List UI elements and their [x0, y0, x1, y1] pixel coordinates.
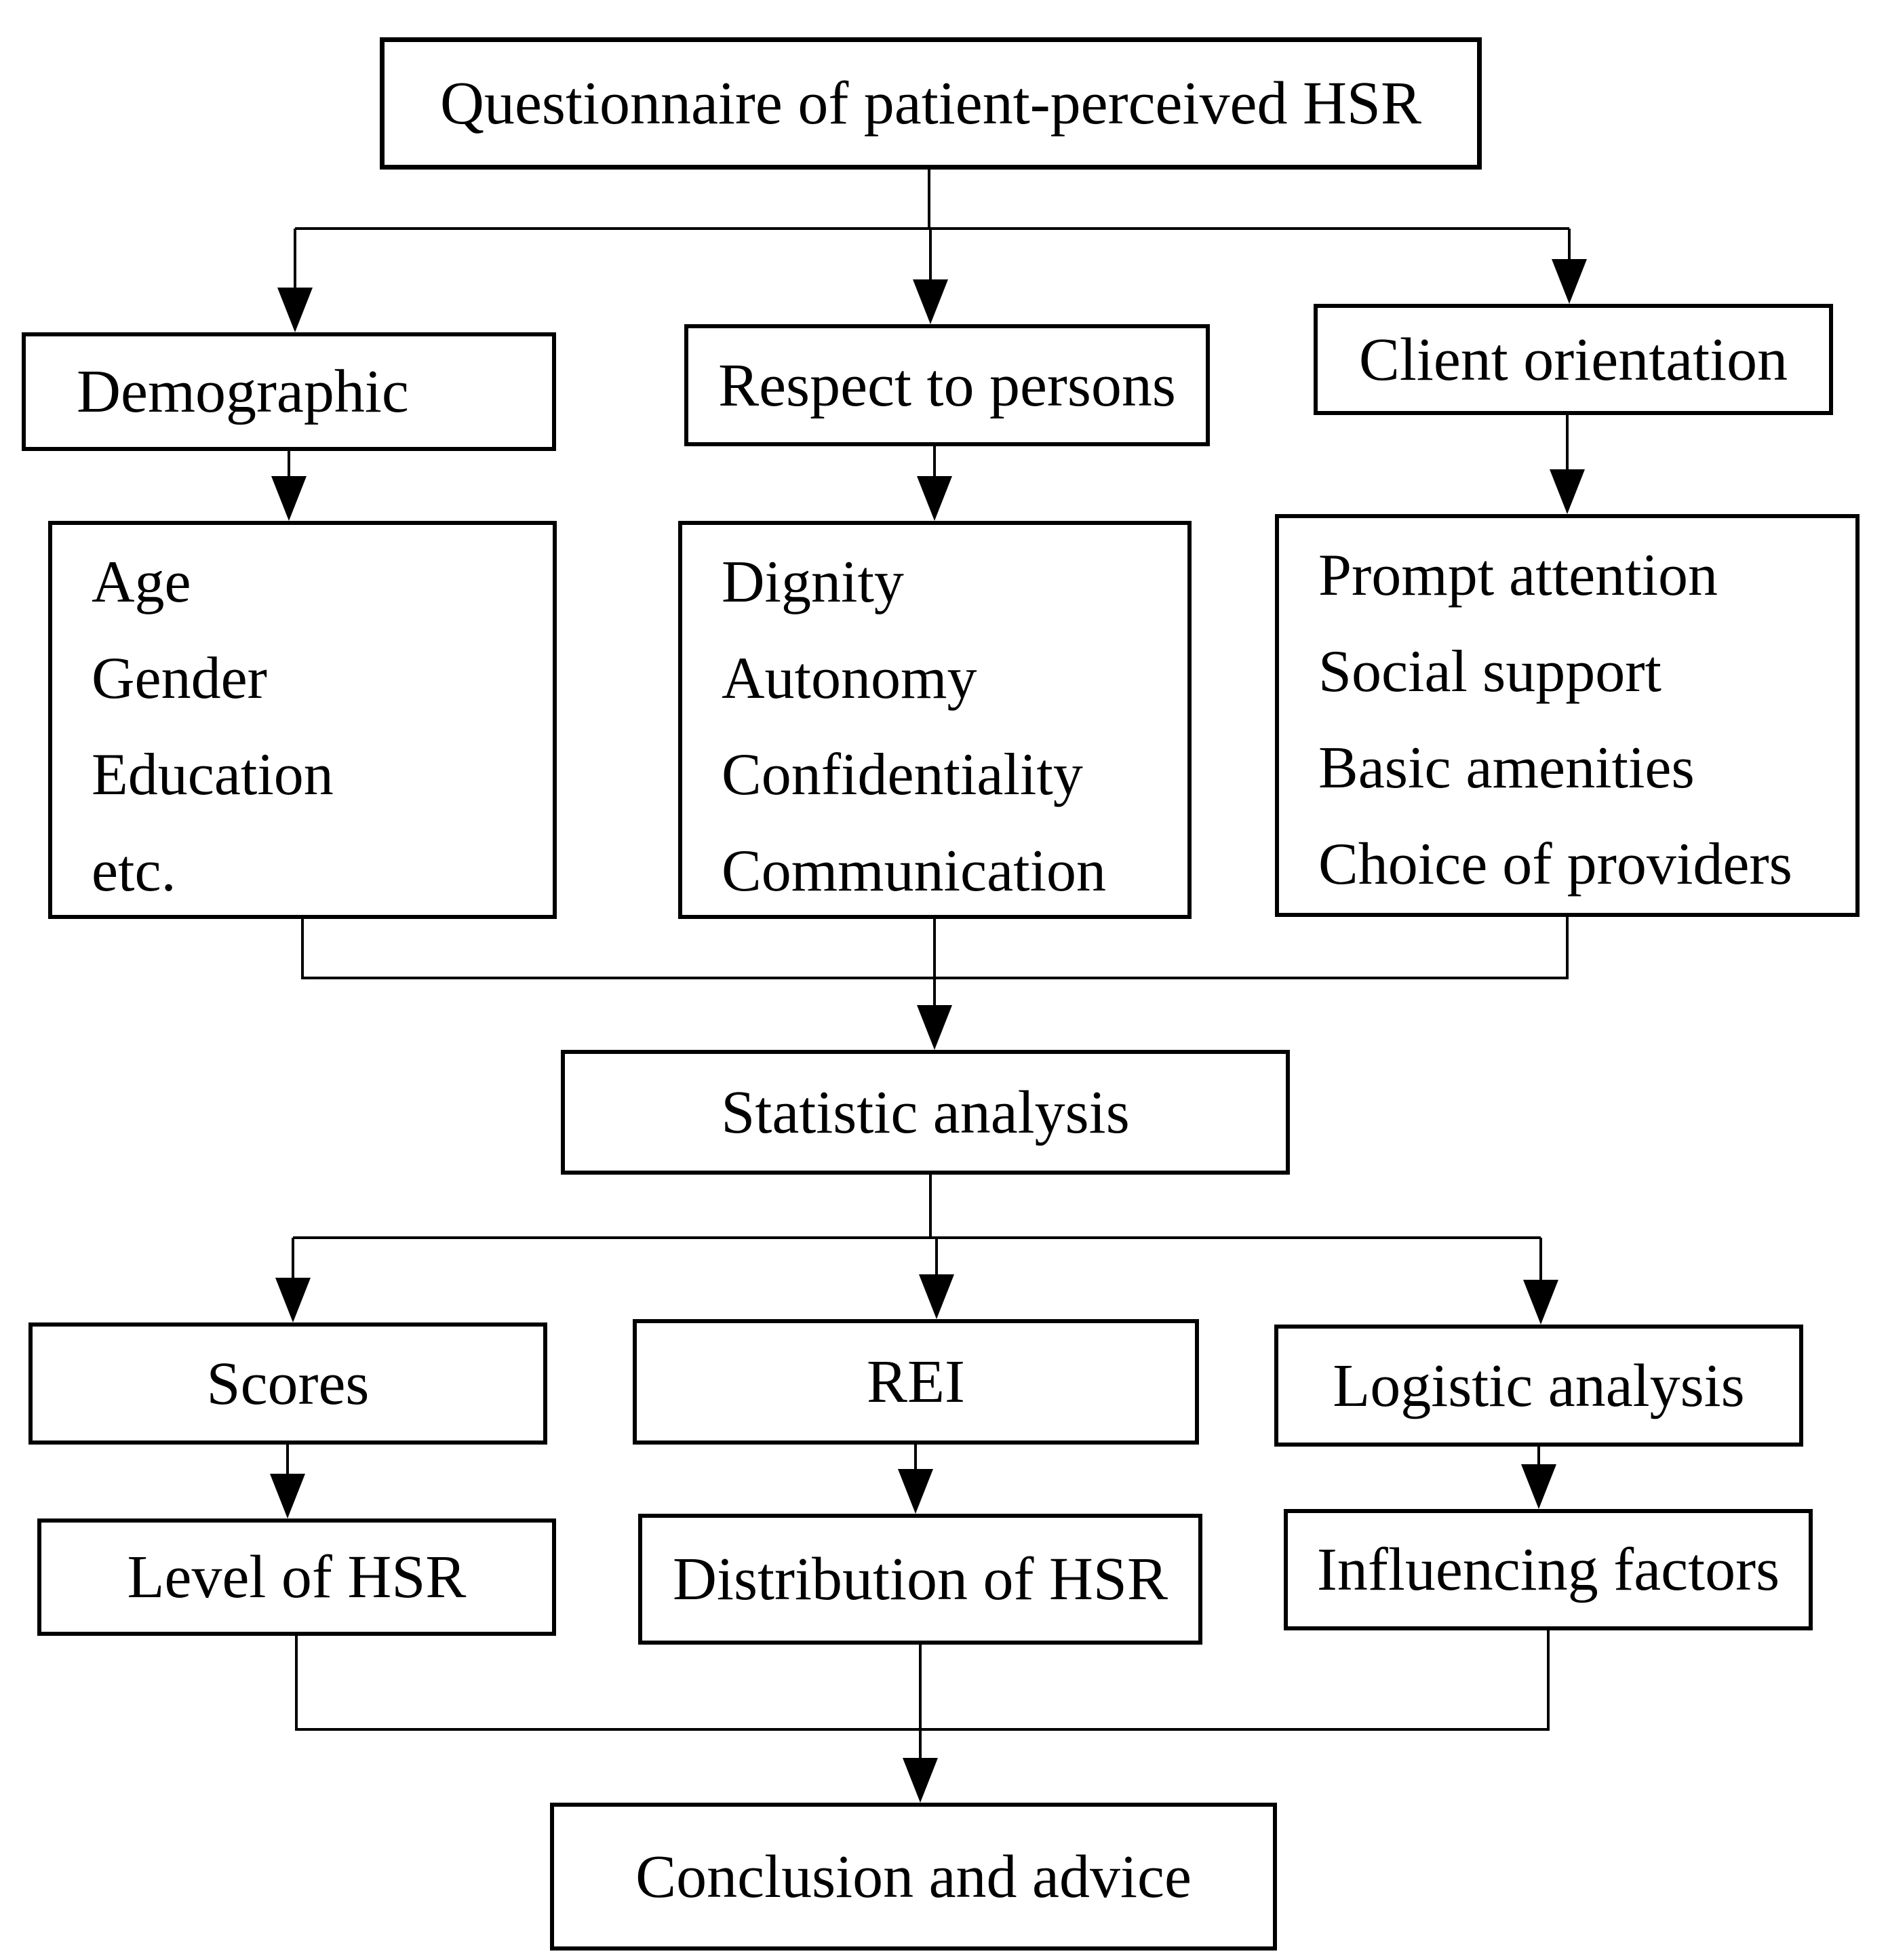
connector-line — [1539, 1238, 1542, 1284]
arrow-down-icon — [917, 476, 952, 521]
connector-line — [933, 919, 936, 979]
statistic-analysis-box: Statistic analysis — [561, 1050, 1290, 1175]
connector-line — [293, 1236, 1541, 1239]
list-item: Basic amenities — [1318, 735, 1695, 801]
connector-line — [933, 446, 936, 480]
connector-line — [288, 451, 290, 480]
arrow-down-icon — [1552, 259, 1587, 304]
influencing-factors-box: Influencing factors — [1284, 1509, 1813, 1630]
client-orientation-box: Client orientation — [1314, 304, 1833, 415]
arrow-down-icon — [1523, 1280, 1558, 1325]
conclusion-box: Conclusion and advice — [550, 1803, 1277, 1951]
arrow-down-icon — [903, 1758, 938, 1803]
list-item: etc. — [92, 838, 176, 904]
client-items-box: Prompt attention Social support Basic am… — [1275, 514, 1860, 917]
connector-line — [286, 1445, 289, 1478]
connector-line — [919, 1645, 922, 1762]
demographic-box: Demographic — [22, 332, 556, 451]
connector-line — [1568, 229, 1571, 263]
connector-line — [935, 1238, 938, 1278]
list-item: Communication — [722, 838, 1107, 904]
list-item: Social support — [1318, 639, 1661, 705]
connector-line — [296, 1728, 1548, 1731]
arrow-down-icon — [917, 1005, 952, 1050]
connector-line — [294, 229, 296, 292]
arrow-down-icon — [919, 1274, 954, 1319]
connector-line — [301, 919, 304, 979]
list-item: Prompt attention — [1318, 543, 1718, 608]
questionnaire-box: Questionnaire of patient-perceived HSR — [380, 37, 1482, 170]
list-item: Choice of providers — [1318, 831, 1792, 897]
list-item: Autonomy — [722, 646, 977, 711]
connector-line — [914, 1445, 917, 1473]
arrow-down-icon — [270, 1474, 305, 1518]
connector-line — [928, 170, 930, 229]
arrow-down-icon — [271, 476, 307, 521]
list-item: Confidentiality — [722, 742, 1083, 808]
connector-line — [1566, 415, 1569, 473]
arrow-down-icon — [1550, 469, 1585, 514]
arrow-down-icon — [277, 288, 313, 332]
connector-line — [295, 227, 1569, 230]
list-item: Gender — [92, 646, 267, 711]
arrow-down-icon — [275, 1278, 311, 1322]
list-item: Education — [92, 742, 334, 808]
arrow-down-icon — [1521, 1464, 1556, 1509]
connector-line — [1537, 1447, 1540, 1468]
arrow-down-icon — [898, 1469, 933, 1514]
connector-line — [295, 1636, 298, 1731]
connector-line — [1566, 917, 1569, 979]
rei-box: REI — [633, 1319, 1199, 1445]
logistic-analysis-box: Logistic analysis — [1274, 1325, 1803, 1447]
connector-line — [929, 229, 932, 283]
demographic-items-box: Age Gender Education etc. — [48, 521, 557, 919]
level-of-hsr-box: Level of HSR — [37, 1518, 556, 1636]
scores-box: Scores — [28, 1322, 547, 1445]
arrow-down-icon — [913, 279, 948, 324]
distribution-of-hsr-box: Distribution of HSR — [638, 1514, 1202, 1645]
respect-to-persons-box: Respect to persons — [684, 324, 1210, 446]
connector-line — [1547, 1630, 1550, 1731]
list-item: Dignity — [722, 549, 904, 615]
connector-line — [933, 978, 936, 1009]
respect-items-box: Dignity Autonomy Confidentiality Communi… — [678, 521, 1192, 919]
list-item: Age — [92, 549, 191, 615]
connector-line — [292, 1238, 294, 1282]
connector-line — [929, 1175, 932, 1239]
